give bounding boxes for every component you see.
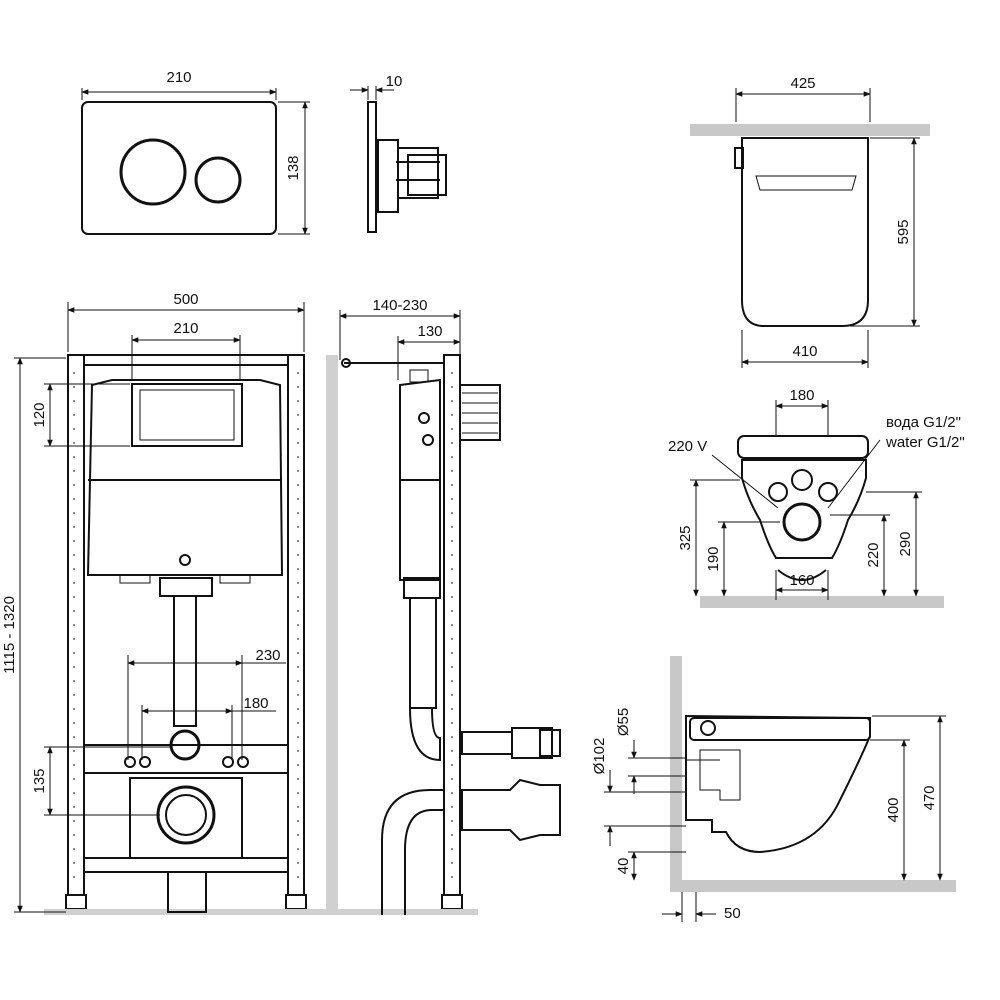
flush-plate-opening	[131, 383, 243, 447]
fixing-spacing-inner-label: 180	[243, 695, 268, 712]
fixing-spacing-outer-label: 230	[255, 647, 280, 664]
flush-plate-width-label: 210	[166, 69, 191, 86]
rear-height-left-outer-label: 325	[677, 525, 694, 550]
flush-plate-front-view: 210 138	[81, 69, 310, 235]
installation-frame-front-view: 500 210 120 1115 - 1320 230 180 135	[1, 291, 344, 915]
toilet-bowl-side-view: Ø55 Ø102 40 400 470 50	[591, 656, 956, 922]
button-zone-height-label: 120	[31, 402, 48, 427]
bowl-outline-side	[685, 714, 871, 854]
flush-plate-depth-label: 10	[386, 73, 403, 90]
power-supply-label: 220 V	[668, 438, 707, 455]
bowl-length-label: 425	[790, 75, 815, 92]
frame-width-label: 500	[173, 291, 198, 308]
small-flush-button	[194, 156, 242, 204]
total-height-label: 470	[921, 785, 938, 810]
pipe-small-diameter-label: Ø55	[615, 708, 632, 736]
rear-bottom-spacing-label: 160	[789, 572, 814, 589]
rear-height-right-inner-label: 220	[865, 542, 882, 567]
bowl-projection-label: 595	[895, 219, 912, 244]
seat-height-label: 400	[885, 797, 902, 822]
large-flush-button	[119, 138, 187, 206]
cistern-opening-width-label: 210	[173, 320, 198, 337]
flush-pipe	[173, 595, 197, 727]
outlet-height-label: 135	[31, 768, 48, 793]
toilet-bowl-top-view: 425 595 410	[690, 75, 930, 368]
water-connection-label-en: water G1/2"	[885, 434, 965, 451]
flush-plate-height-label: 138	[285, 155, 302, 180]
pipe-large-diameter-label: Ø102	[591, 738, 608, 775]
bowl-width-label: 410	[792, 343, 817, 360]
frame-depth-label: 130	[417, 323, 442, 340]
installation-frame-side-view: 140-230 130	[326, 297, 561, 915]
frame-height-range-label: 1115 - 1320	[1, 596, 18, 674]
cistern	[86, 379, 284, 576]
rear-height-left-inner-label: 190	[705, 546, 722, 571]
wall-gap-label: 50	[724, 905, 741, 922]
toilet-bowl-rear-view: 180 220 V вода G1/2" water G1/2" 325 190…	[668, 387, 965, 608]
rear-height-right-outer-label: 290	[897, 531, 914, 556]
rear-top-spacing-label: 180	[789, 387, 814, 404]
bowl-outline-rear	[741, 459, 867, 559]
bowl-outline-top	[741, 137, 869, 327]
water-connection-label-ru: вода G1/2"	[886, 414, 961, 431]
frame-depth-range-label: 140-230	[372, 297, 427, 314]
flush-plate-side-view: 10	[350, 73, 447, 233]
floor-gap-label: 40	[615, 858, 632, 875]
